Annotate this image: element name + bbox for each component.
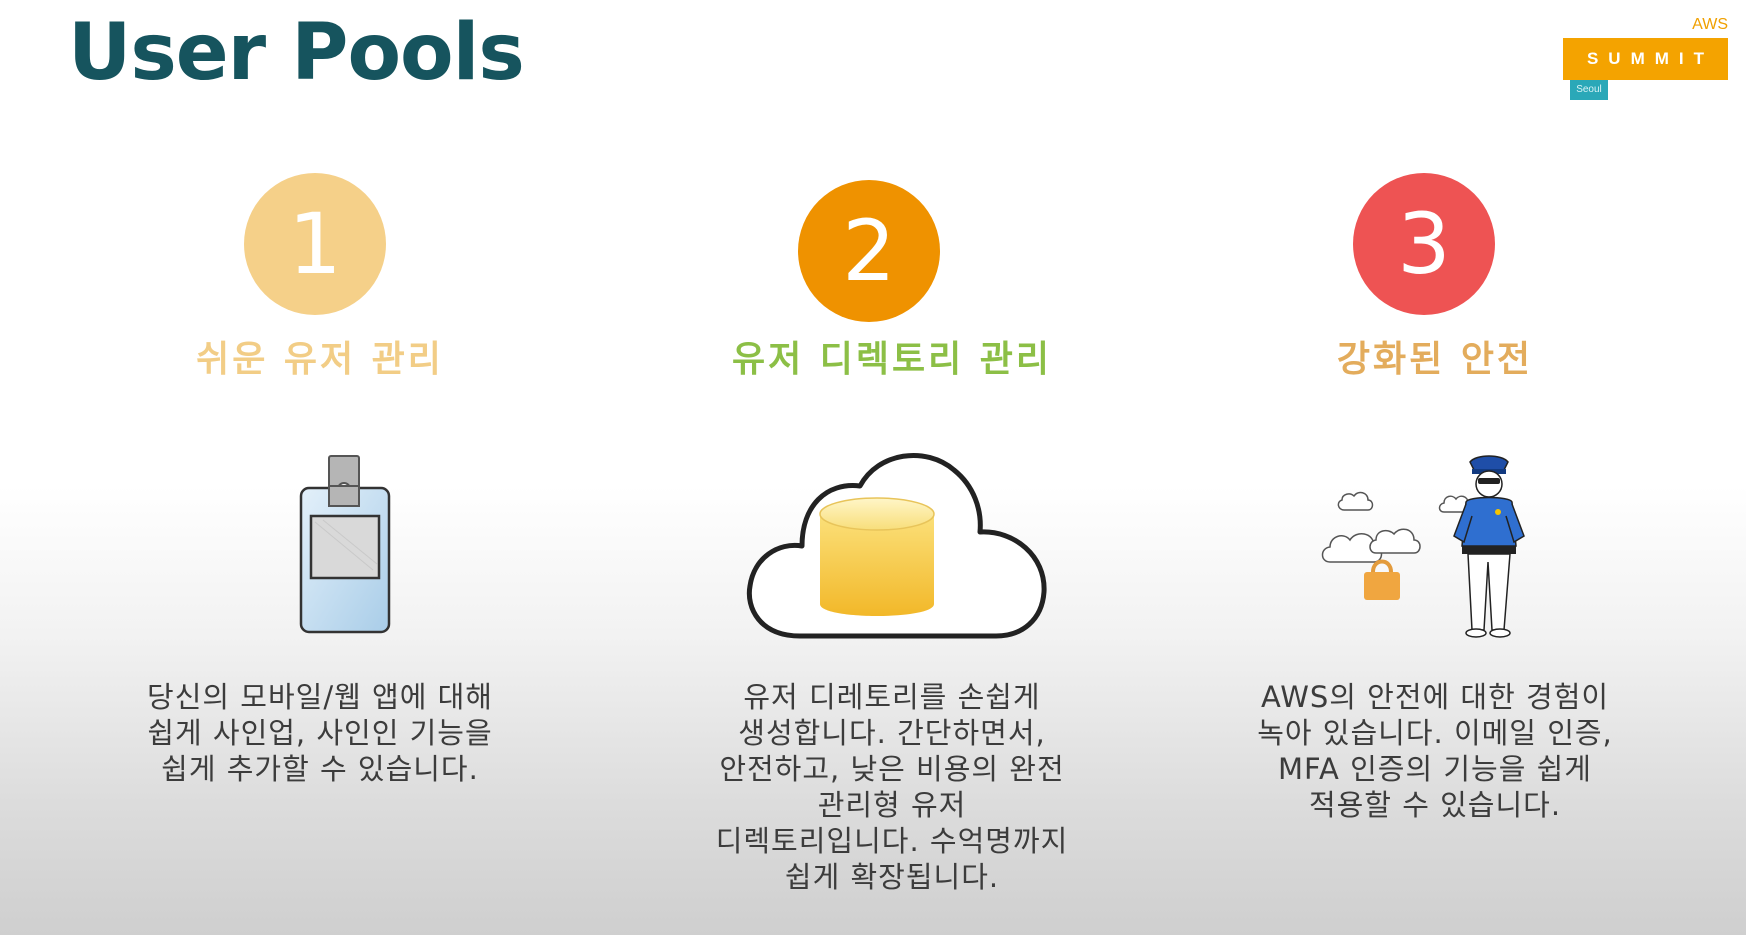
id-badge-icon <box>293 450 397 644</box>
feature-heading: 강화된 안전 <box>1336 339 1534 380</box>
feature-user-directory-management: 2 유저 디렉토리 관리 유저 디레토리를 손쉽게 생성합니다. 간단하면서, … <box>612 0 1172 935</box>
step-number-badge: 1 <box>244 173 386 315</box>
cloud-database-icon <box>742 446 1052 645</box>
feature-enhanced-security: 3 강화된 안전 AWS의 안전에 대한 경험이 녹아 있습니다. <box>1155 0 1715 935</box>
feature-description: 유저 디레토리를 손쉽게 생성합니다. 간단하면서, 안전하고, 낮은 비용의 … <box>715 680 1069 894</box>
feature-description: AWS의 안전에 대한 경험이 녹아 있습니다. 이메일 인증, MFA 인증의… <box>1257 680 1613 822</box>
feature-description: 당신의 모바일/웹 앱에 대해 쉽게 사인업, 사인인 기능을 쉽게 추가할 수… <box>147 680 493 786</box>
feature-heading: 유저 디렉토리 관리 <box>731 339 1053 380</box>
logo-city-text: Seoul <box>1570 80 1608 100</box>
step-number-badge: 2 <box>798 180 940 322</box>
security-guard-icon <box>1320 450 1540 654</box>
aws-summit-logo: AWS SUMMIT Seoul <box>1560 14 1730 104</box>
logo-aws-text: AWS <box>1692 16 1728 33</box>
feature-heading: 쉬운 유저 관리 <box>196 339 444 380</box>
feature-easy-user-management: 1 쉬운 유저 관리 당신의 모바일/웹 앱에 대해 쉽게 사인업, 사인인 기… <box>40 0 600 935</box>
slide-title: User Pools <box>68 8 525 98</box>
logo-summit-text: SUMMIT <box>1563 38 1728 80</box>
step-number-badge: 3 <box>1353 173 1495 315</box>
